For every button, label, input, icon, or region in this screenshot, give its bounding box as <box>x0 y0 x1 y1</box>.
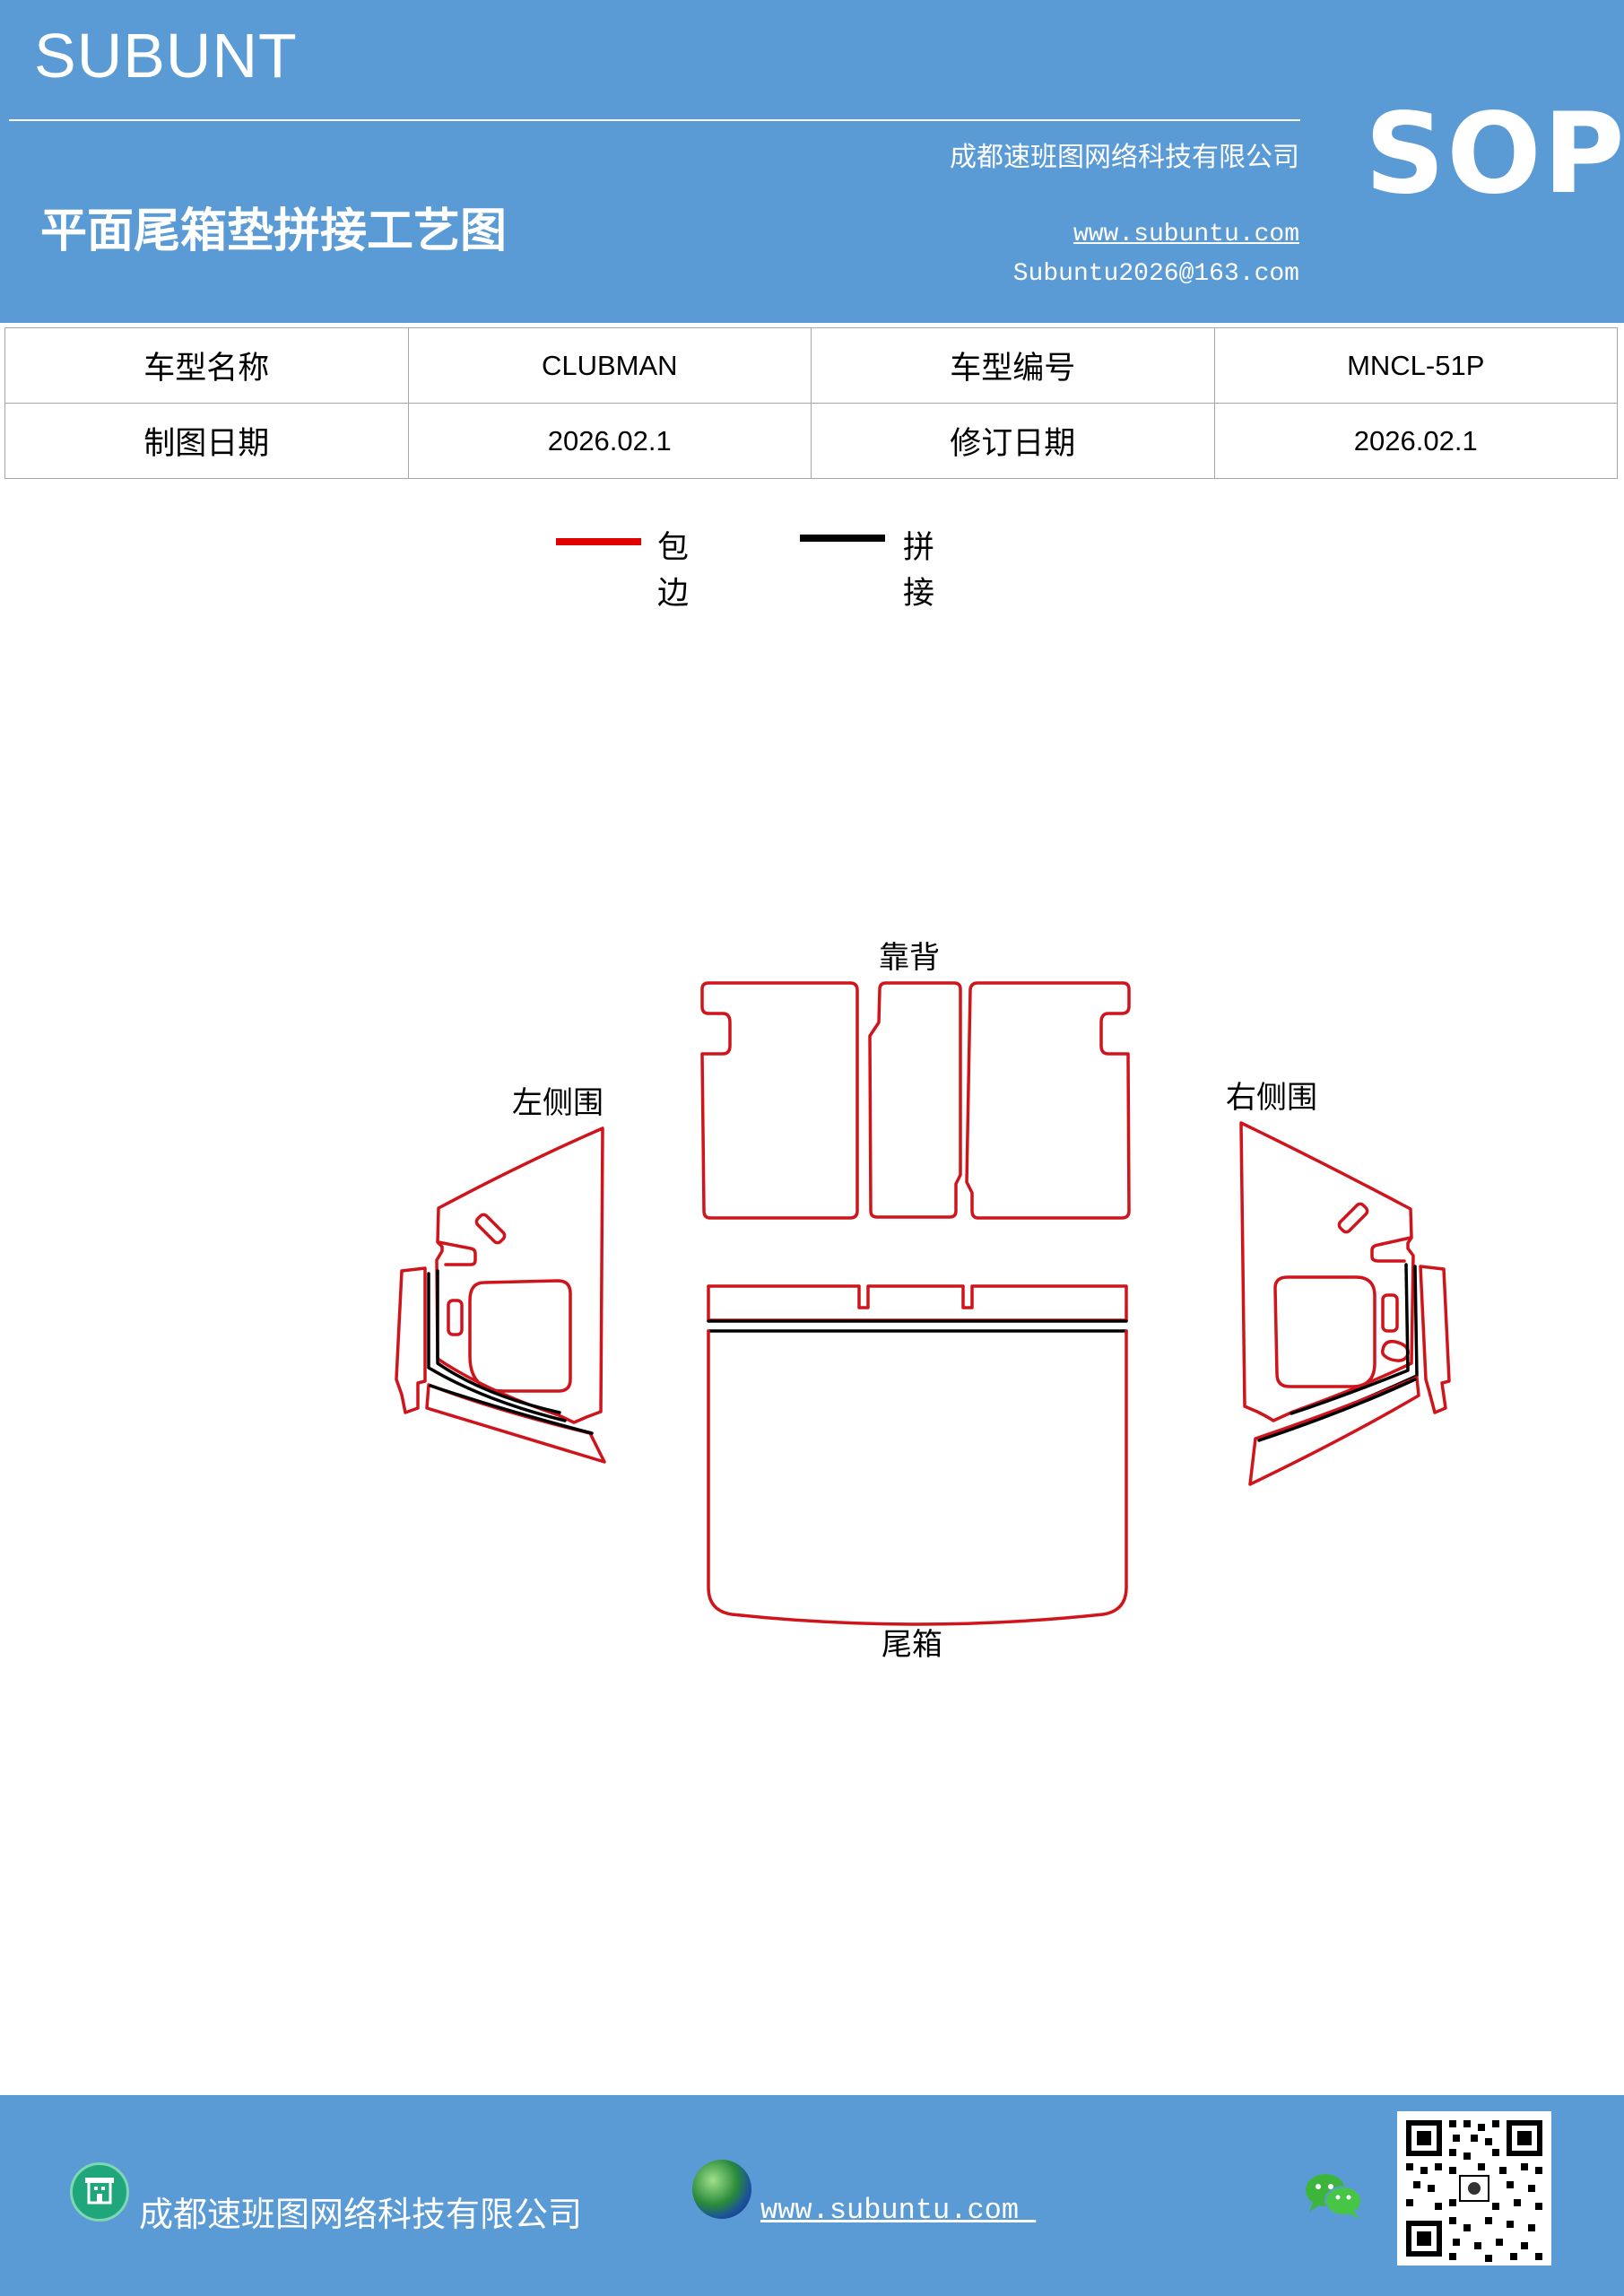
backrest-right-panel <box>965 981 1131 1220</box>
qr-code[interactable] <box>1397 2111 1551 2266</box>
right-side-notch <box>1370 1236 1412 1263</box>
model-name-label: 车型名称 <box>4 327 409 404</box>
label-backrest: 靠背 <box>879 940 940 976</box>
vehicle-info-table: 车型名称 CLUBMAN 车型编号 MNCL-51P 制图日期 2026.02.… <box>4 327 1618 479</box>
label-right-side: 右侧围 <box>1226 1080 1317 1116</box>
left-side-panel <box>435 1126 604 1424</box>
email-address: Subuntu2026@163.com <box>1012 260 1299 288</box>
revision-date-label: 修订日期 <box>811 403 1215 479</box>
header-banner: SUBUNT 成都速班图网络科技有限公司 平面尾箱垫拼接工艺图 www.subu… <box>0 0 1624 323</box>
table-row: 制图日期 2026.02.1 修订日期 2026.02.1 <box>4 403 1618 479</box>
right-side-slot <box>1337 1202 1369 1234</box>
model-name-value: CLUBMAN <box>407 327 812 404</box>
company-name: 成都速班图网络科技有限公司 <box>950 142 1299 173</box>
footer-website-link[interactable]: www.subuntu.com <box>760 2194 1037 2227</box>
trunk-main-panel <box>707 1329 1128 1626</box>
brand-name: SUBUNT <box>34 21 298 91</box>
drawing-date-label: 制图日期 <box>4 403 409 479</box>
model-code-label: 车型编号 <box>811 327 1215 404</box>
left-side-small-slot <box>447 1299 464 1336</box>
right-side-oval <box>1380 1339 1410 1362</box>
website-link[interactable]: www.subuntu.com <box>1073 221 1299 248</box>
footer-company-name: 成都速班图网络科技有限公司 <box>139 2195 583 2234</box>
table-row: 车型名称 CLUBMAN 车型编号 MNCL-51P <box>4 327 1618 404</box>
left-side-slot <box>474 1213 507 1245</box>
left-side-strip <box>395 1266 427 1414</box>
backrest-middle-panel <box>868 981 962 1219</box>
sop-badge: SOP <box>1365 90 1624 219</box>
left-side-seam <box>436 1269 561 1414</box>
right-side-strip <box>1419 1265 1451 1414</box>
label-left-side: 左侧围 <box>512 1085 604 1121</box>
document-title: 平面尾箱垫拼接工艺图 <box>40 204 508 258</box>
header-divider <box>9 119 1300 121</box>
drawing-date-value: 2026.02.1 <box>407 403 812 479</box>
legend-edge-swatch <box>556 538 641 545</box>
pattern-drawing <box>395 981 1451 1626</box>
left-side-bottom-seam <box>429 1384 594 1435</box>
left-side-cutout <box>468 1279 572 1393</box>
legend-edge-label: 包边 <box>657 530 690 612</box>
model-code-value: MNCL-51P <box>1213 327 1618 404</box>
right-side-bottom-strip <box>1248 1376 1420 1486</box>
right-side-small-slot <box>1381 1293 1399 1333</box>
revision-date-value: 2026.02.1 <box>1213 403 1618 479</box>
left-side-seam <box>427 1272 567 1422</box>
legend-seam-swatch <box>800 535 885 542</box>
label-trunk: 尾箱 <box>881 1627 942 1663</box>
left-side-bottom-strip <box>425 1383 606 1464</box>
globe-icon <box>692 2160 751 2219</box>
backrest-left-panel <box>700 981 859 1220</box>
right-side-bottom-seam <box>1257 1378 1417 1442</box>
right-side-panel <box>1239 1121 1415 1422</box>
right-side-seam <box>1290 1263 1410 1415</box>
wechat-icon <box>1306 2174 1362 2219</box>
company-building-icon <box>70 2162 129 2222</box>
right-side-cutout <box>1273 1275 1376 1388</box>
trunk-top-strip <box>707 1284 1128 1322</box>
legend-seam-label: 拼接 <box>903 530 935 612</box>
left-side-notch <box>437 1240 477 1266</box>
footer-banner: 成都速班图网络科技有限公司 www.subuntu.com <box>0 2095 1624 2296</box>
